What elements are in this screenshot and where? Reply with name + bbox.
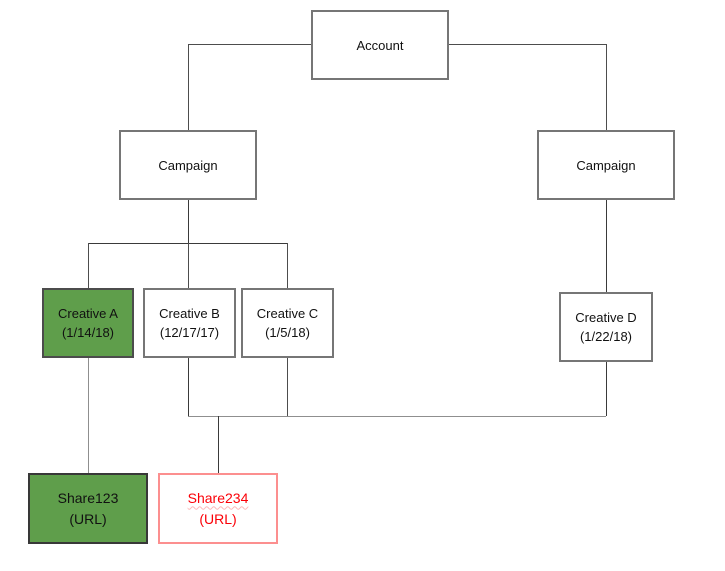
connector-rail-to-creative-a (88, 243, 89, 288)
node-account-label: Account (356, 37, 404, 53)
connector-creative-c-down (287, 358, 288, 416)
node-share234-name: Share234 (187, 489, 249, 506)
connector-account-to-left-campaign-horizontal (188, 44, 311, 45)
node-creative-a-name: Creative A (58, 306, 118, 321)
connector-rail-to-share234 (218, 416, 219, 473)
connector-bcd-bottom-rail (188, 416, 606, 417)
connector-account-to-right-campaign-horizontal (449, 44, 606, 45)
node-share234-url: (URL) (199, 510, 237, 527)
node-creative-c-date: (1/5/18) (265, 325, 310, 340)
connector-right-campaign-to-creative-d (606, 200, 607, 292)
node-share123-name: Share123 (57, 489, 119, 506)
node-share123: Share123 (URL) (28, 473, 148, 544)
connector-rail-to-creative-b (188, 243, 189, 288)
connector-account-to-right-campaign-vertical (606, 44, 607, 130)
node-creative-b-name: Creative B (159, 306, 220, 321)
node-creative-a: Creative A (1/14/18) (42, 288, 134, 358)
node-account: Account (311, 10, 449, 80)
connector-left-campaign-down (188, 200, 189, 243)
node-campaign-right-label: Campaign (576, 157, 636, 173)
node-creative-c-name: Creative C (256, 306, 319, 321)
connector-account-to-left-campaign-vertical (188, 44, 189, 130)
node-creative-d: Creative D (1/22/18) (559, 292, 653, 362)
node-creative-b-date: (12/17/17) (159, 325, 220, 340)
node-creative-b: Creative B (12/17/17) (143, 288, 236, 358)
connector-creative-d-down (606, 362, 607, 416)
node-creative-d-name: Creative D (575, 310, 637, 325)
node-campaign-right: Campaign (537, 130, 675, 200)
connector-creative-b-down (188, 358, 189, 416)
node-creative-c: Creative C (1/5/18) (241, 288, 334, 358)
connector-creative-a-to-share123 (88, 358, 89, 473)
node-creative-a-date: (1/14/18) (61, 325, 115, 340)
node-creative-d-date: (1/22/18) (579, 329, 633, 344)
node-campaign-left-label: Campaign (158, 157, 218, 173)
node-share234: Share234 (URL) (158, 473, 278, 544)
node-campaign-left: Campaign (119, 130, 257, 200)
node-share123-url: (URL) (69, 510, 107, 527)
connector-rail-to-creative-c (287, 243, 288, 288)
